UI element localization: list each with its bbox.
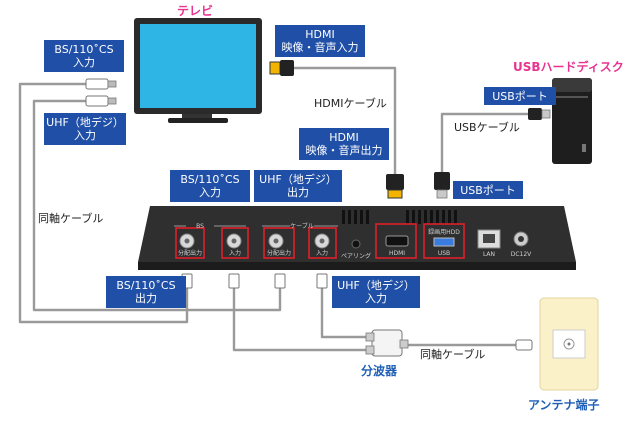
box-coax-plugs xyxy=(181,273,328,289)
f-connector-bs-in xyxy=(226,233,242,249)
panel-port-split-out-1: 分配出力 xyxy=(178,249,202,257)
coax-cable-split-uhf xyxy=(320,288,375,339)
tv xyxy=(134,18,262,123)
f-connector-uhf-split-out xyxy=(268,233,284,249)
tv-title: テレビ xyxy=(177,4,214,18)
hdmi-cable-label: HDMIケーブル xyxy=(314,97,387,110)
panel-port-split-out-2: 分配出力 xyxy=(267,249,291,257)
hdmi-cable xyxy=(292,66,397,176)
panel-port-in-1: 入力 xyxy=(229,249,241,257)
highlight-frames xyxy=(175,223,465,259)
panel-pairing: ペアリング xyxy=(341,252,371,260)
antenna-outlet xyxy=(539,297,599,391)
label-box-uhf-in: UHF（地デジ） 入力 xyxy=(332,276,420,308)
coax-cable-split-bs xyxy=(232,288,375,352)
panel-usb: USB xyxy=(438,250,450,257)
label-box-uhf-out: UHF（地デジ） 出力 xyxy=(254,170,342,202)
coax-cable-left-label: 同軸ケーブル xyxy=(38,212,104,225)
splitter xyxy=(365,329,409,357)
usb-port-icon xyxy=(433,237,455,247)
panel-usb-caption: 録画用HDD xyxy=(428,228,460,236)
panel-dc: DC12V xyxy=(511,251,532,258)
hdd-usb-plug xyxy=(528,108,551,120)
label-box-usb-port: USBポート xyxy=(453,181,523,199)
usb-cable xyxy=(440,112,530,176)
label-box-bs-in: BS/110˚CS 入力 xyxy=(170,170,250,202)
tv-coax-plugs xyxy=(85,78,117,107)
label-box-bs-out: BS/110˚CS 出力 xyxy=(106,276,186,308)
usb-hdd-title: USBハードディスク xyxy=(513,60,624,74)
pairing-button-icon xyxy=(351,239,361,249)
label-tv-bs-in: BS/110˚CS 入力 xyxy=(44,40,124,72)
usb-hdd xyxy=(552,78,592,164)
panel-lan: LAN xyxy=(483,251,495,258)
splitter-title: 分波器 xyxy=(361,364,398,378)
panel-hdmi: HDMI xyxy=(389,250,405,257)
usb-cable-label: USBケーブル xyxy=(454,121,520,134)
panel-group-cable: ケーブル xyxy=(290,222,314,230)
cables xyxy=(18,66,530,352)
box-usb-plug xyxy=(434,172,450,199)
antenna-plug xyxy=(515,339,533,351)
f-connector-uhf-in xyxy=(314,233,330,249)
label-tv-uhf-in: UHF（地デジ） 入力 xyxy=(44,113,126,145)
coax-cable-uhf xyxy=(32,99,282,312)
f-connector-bs-split-out xyxy=(179,233,195,249)
label-box-hdmi-out: HDMI 映像・音声出力 xyxy=(299,128,389,160)
label-tv-hdmi-in: HDMI 映像・音声入力 xyxy=(275,25,365,57)
panel-group-bs: BS xyxy=(196,223,204,230)
box-hdmi-plug xyxy=(386,174,404,199)
hdmi-port-icon xyxy=(385,235,409,247)
coax-cable-bottom-label: 同軸ケーブル xyxy=(420,348,486,361)
antenna-outlet-title: アンテナ端子 xyxy=(528,398,600,412)
panel-port-in-2: 入力 xyxy=(316,249,328,257)
tv-hdmi-plug xyxy=(269,60,294,76)
label-hdd-usb-port: USBポート xyxy=(484,87,556,105)
